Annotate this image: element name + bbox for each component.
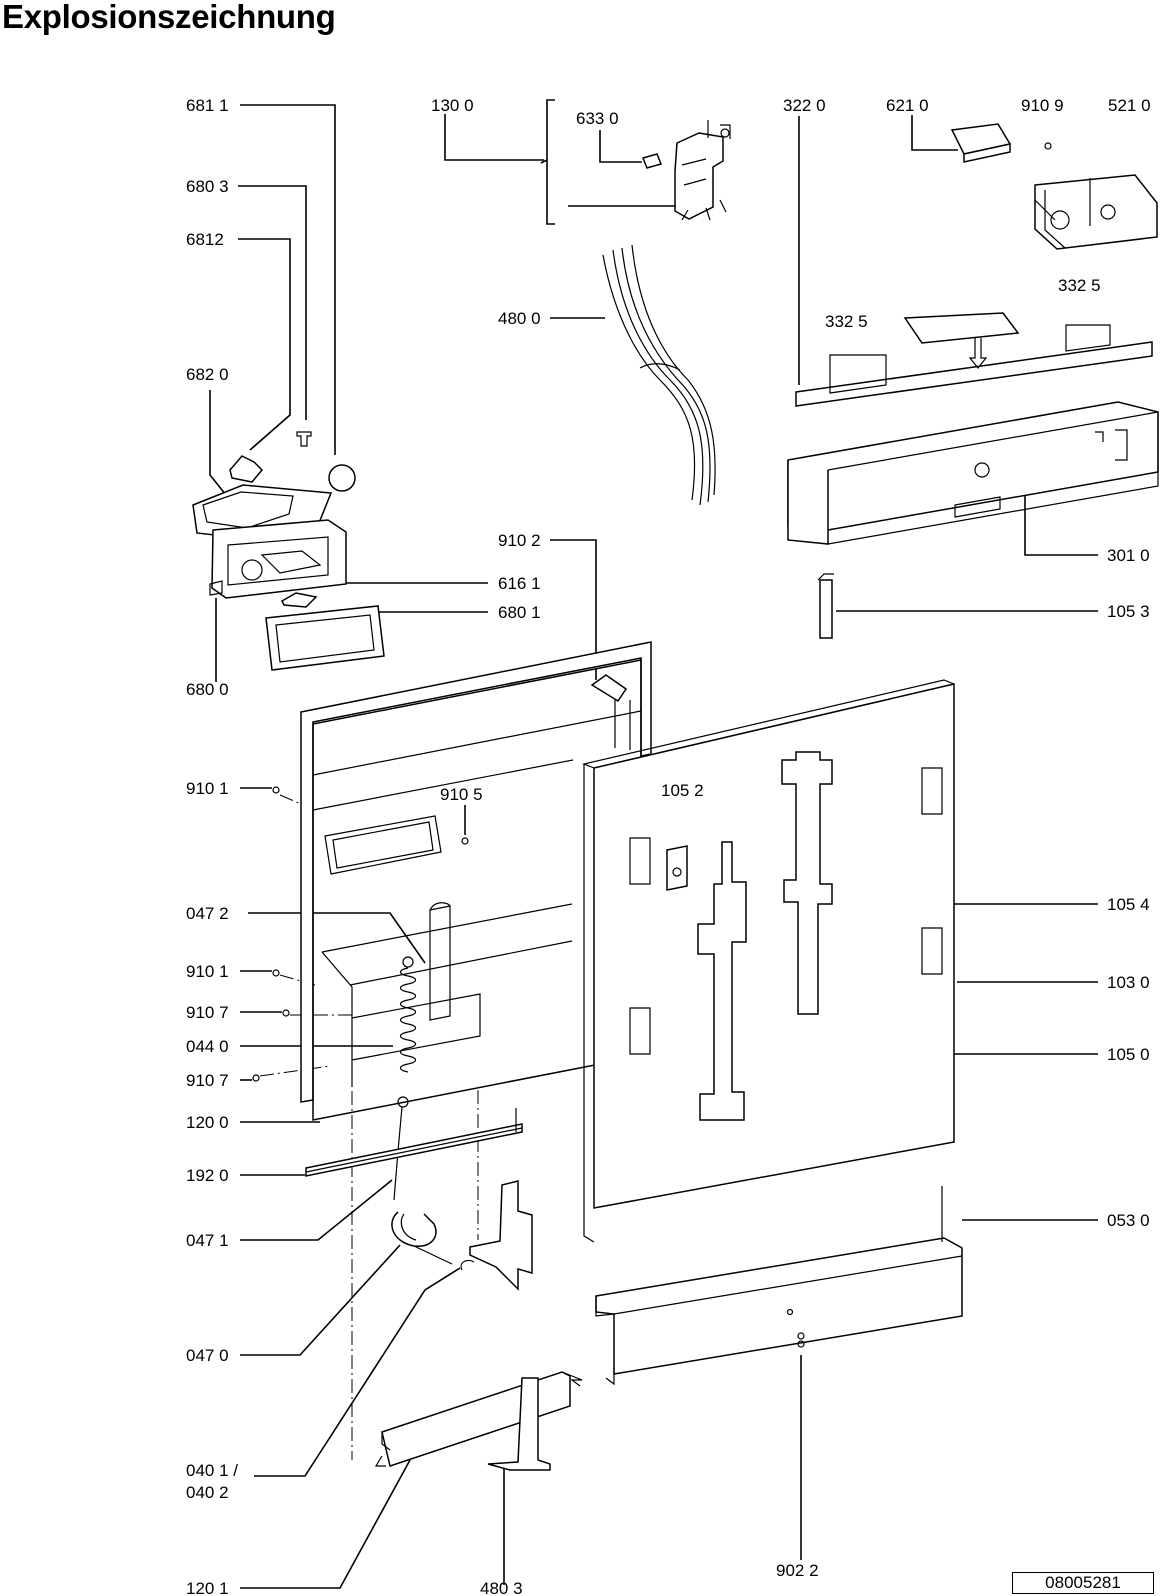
assembly-axes [259, 794, 479, 1460]
label-105-2: 105 2 [661, 781, 704, 800]
label-192-0: 192 0 [186, 1166, 229, 1185]
part-053-trim-profile [595, 1186, 963, 1386]
label-301-0: 301 0 [1107, 546, 1150, 565]
label-322-0: 322 0 [783, 96, 826, 115]
label-680-3: 680 3 [186, 177, 229, 196]
label-910-2: 910 2 [498, 531, 541, 550]
label-910-5: 910 5 [440, 785, 483, 804]
label-910-1-a: 910 1 [186, 779, 229, 798]
part-047-pulley [391, 1211, 453, 1265]
label-120-1: 120 1 [186, 1579, 229, 1596]
part-105-channel-0 [697, 841, 747, 1121]
label-105-4: 105 4 [1107, 895, 1150, 914]
part-130-switch-holder [674, 120, 731, 221]
part-301-control-panel [787, 401, 1159, 545]
part-616-lever [281, 592, 318, 608]
label-680-1: 680 1 [498, 603, 541, 622]
label-910-7-a: 910 7 [186, 1003, 229, 1022]
label-902-2: 902 2 [776, 1561, 819, 1580]
part-681-round-seal [328, 464, 356, 492]
part-910-screw-7a [282, 1009, 290, 1017]
door-screws [252, 786, 469, 1082]
part-047-cord [393, 1106, 403, 1201]
label-044-0: 044 0 [186, 1037, 229, 1056]
part-521-control-board [1034, 174, 1158, 250]
part-322-strip [795, 341, 1153, 407]
label-332-5-right: 332 5 [1058, 276, 1101, 295]
part-680-gasket [265, 605, 385, 671]
label-521-0: 521 0 [1108, 96, 1151, 115]
label-480-3: 480 3 [480, 1579, 523, 1596]
part-040-hinge-plate [460, 1180, 533, 1291]
part-681-latch [229, 455, 264, 483]
label-633-0: 633 0 [576, 109, 619, 128]
label-047-2: 047 2 [186, 904, 229, 923]
part-910-screw-7b [252, 1074, 260, 1082]
part-332-plate-left [829, 354, 887, 394]
label-105-0: 105 0 [1107, 1045, 1150, 1064]
part-910-screw-9 [1044, 142, 1052, 150]
label-130-0: 130 0 [431, 96, 474, 115]
part-910-screw-5 [461, 837, 469, 845]
part-680-clip [296, 431, 312, 447]
label-910-1-b: 910 1 [186, 962, 229, 981]
label-616-1: 616 1 [498, 574, 541, 593]
label-621-0: 621 0 [886, 96, 929, 115]
label-332-5-left: 332 5 [825, 312, 868, 331]
part-dispenser-assembly [192, 484, 347, 599]
label-047-0: 047 0 [186, 1346, 229, 1365]
part-480-bracket-3 [487, 1377, 551, 1471]
label-103-0: 103 0 [1107, 973, 1150, 992]
part-labels: 681 1 680 3 6812 682 0 616 1 680 1 680 0… [186, 96, 1151, 1596]
part-902-screw [797, 1332, 805, 1348]
label-120-0: 120 0 [186, 1113, 229, 1132]
leader-lines [209, 99, 1098, 1589]
part-044-spring [397, 956, 417, 1108]
label-910-7-b: 910 7 [186, 1071, 229, 1090]
part-480-cable-harness [602, 244, 716, 506]
part-633-micro-switch [641, 153, 663, 169]
part-910-hinge [590, 674, 628, 703]
label-681-1: 681 1 [186, 96, 229, 115]
document-number: 08005281 [1012, 1572, 1154, 1594]
label-480-0: 480 0 [498, 309, 541, 328]
label-105-3: 105 3 [1107, 602, 1150, 621]
part-120-lower-cover [374, 1371, 583, 1467]
part-910-screw-1a [272, 786, 280, 794]
label-040-2: 040 2 [186, 1483, 229, 1502]
label-910-9: 910 9 [1021, 96, 1064, 115]
part-105-channel-4 [781, 751, 833, 1015]
part-192-strip [305, 1108, 523, 1177]
label-047-1: 047 1 [186, 1231, 229, 1250]
label-040-1: 040 1 / [186, 1461, 238, 1480]
label-680-0: 680 0 [186, 680, 229, 699]
label-682-0: 682 0 [186, 365, 229, 384]
part-105-bracket-3 [817, 573, 834, 639]
part-103-outer-door [582, 679, 955, 1243]
label-053-0: 053 0 [1107, 1211, 1150, 1230]
part-621-connector [950, 123, 1012, 163]
part-910-screw-1b [272, 969, 280, 977]
part-label-sheet [903, 312, 1020, 369]
part-332-plate-right [1065, 324, 1111, 352]
label-6812: 6812 [186, 230, 224, 249]
page-title: Explosionszeichnung [2, 0, 336, 35]
part-105-bracket-2 [666, 845, 688, 891]
